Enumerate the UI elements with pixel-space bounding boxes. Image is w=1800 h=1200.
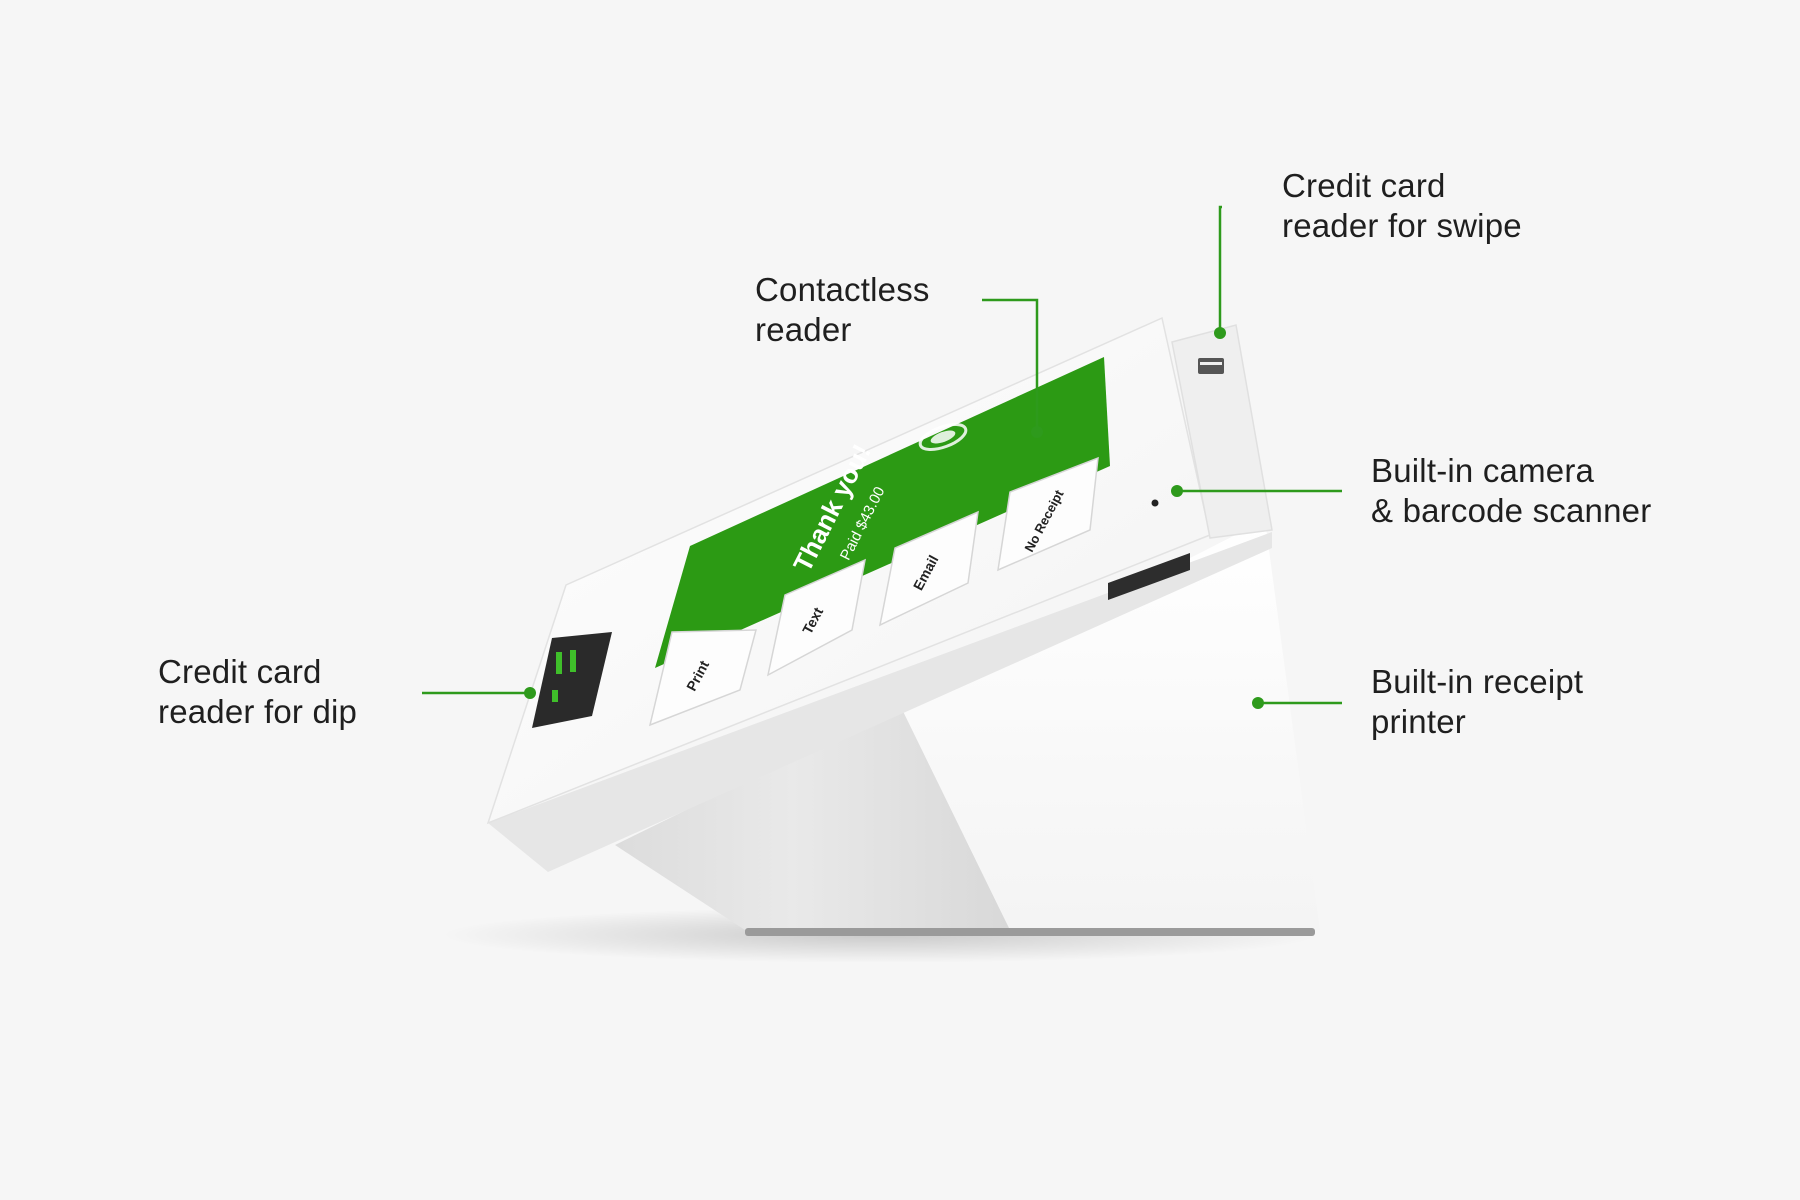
- callout-dip-reader: Credit card reader for dip: [158, 653, 358, 730]
- contactless-wave-icon: [918, 423, 968, 451]
- device-slab-edge: [488, 532, 1272, 872]
- card-swipe-icon: [1198, 358, 1224, 374]
- callout-dots: [524, 327, 1264, 709]
- camera-lens: [1151, 499, 1159, 507]
- stand-foot: [745, 928, 1315, 936]
- leader-swipe: [1218, 205, 1222, 333]
- leader-contactless: [982, 298, 1039, 432]
- callout-camera-scanner: Built-in camera & barcode scanner: [1371, 452, 1652, 529]
- receipt-button-email[interactable]: Email: [878, 510, 979, 627]
- callout-swipe-reader: Credit card reader for swipe: [1282, 167, 1522, 244]
- dot-printer: [1252, 697, 1264, 709]
- receipt-printer-body: [900, 520, 1320, 930]
- side-slot: [1108, 553, 1190, 600]
- device-screen: [655, 357, 1110, 668]
- dot-contactless: [1031, 426, 1043, 438]
- dot-camera: [1171, 485, 1183, 497]
- dot-swipe: [1214, 327, 1226, 339]
- chip-slot-icon: [532, 632, 612, 728]
- receipt-button-text[interactable]: Text: [766, 558, 866, 677]
- callout-contactless-reader: Contactless reader: [755, 271, 930, 348]
- receipt-button-no-receipt[interactable]: No Receipt: [997, 456, 1099, 572]
- stand-side: [615, 705, 1010, 930]
- dot-dip: [524, 687, 536, 699]
- callout-leaders: [422, 205, 1342, 705]
- receipt-button-print[interactable]: Print: [648, 629, 757, 727]
- callout-receipt-printer: Built-in receipt printer: [1371, 663, 1584, 740]
